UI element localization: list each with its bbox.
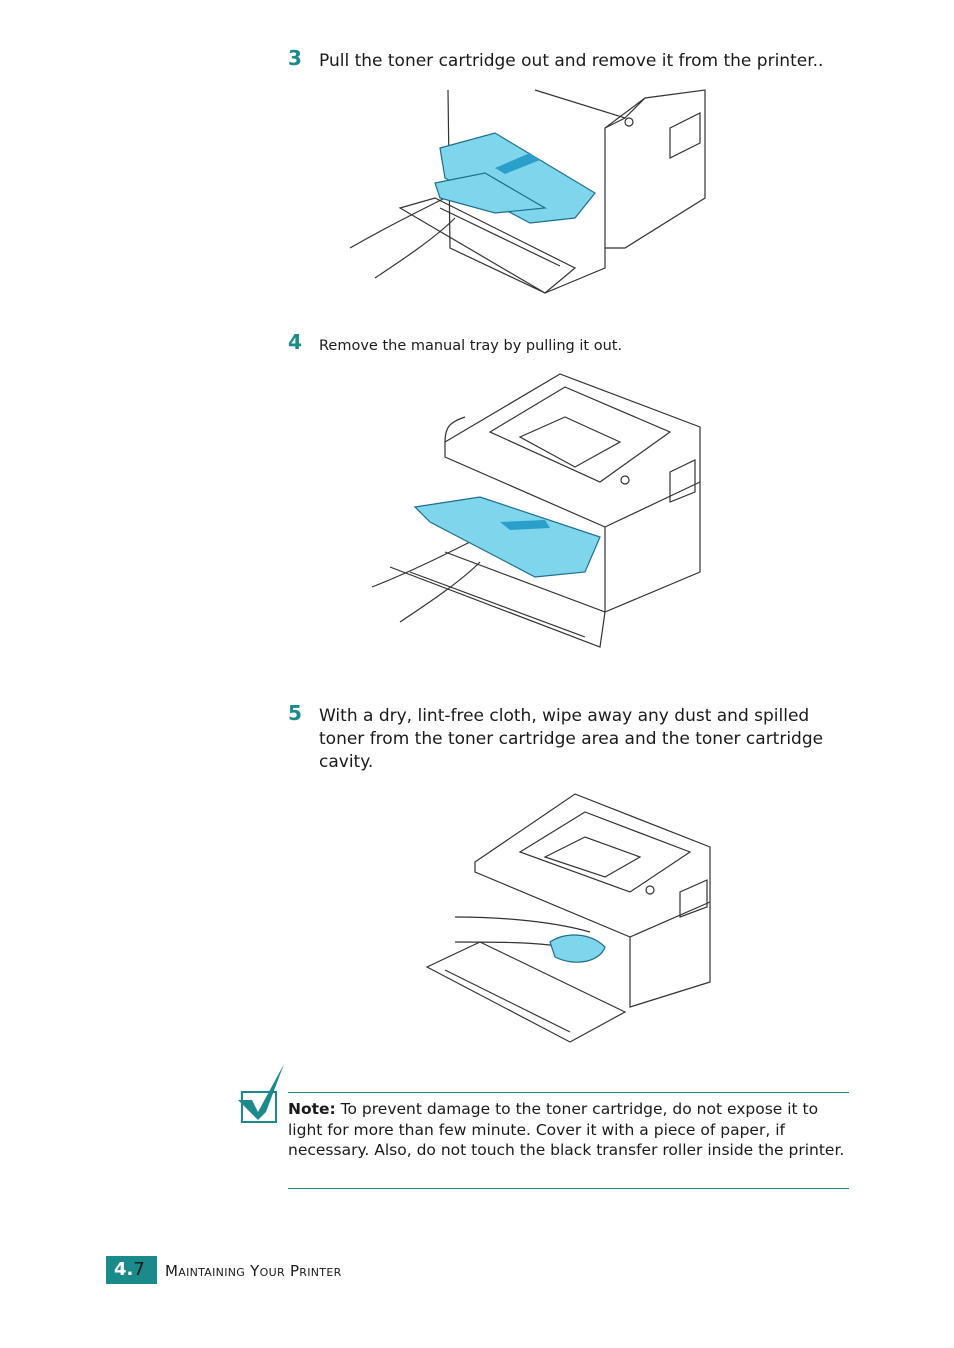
figure-remove-manual-tray — [371, 373, 701, 648]
checkmark-note-icon — [238, 1064, 284, 1123]
step-number: 4 — [288, 330, 302, 354]
step-text: With a dry, lint-free cloth, wipe away a… — [319, 706, 824, 772]
page-number-badge — [106, 1256, 157, 1284]
note-label: Note: — [288, 1100, 336, 1118]
note-body: To prevent damage to the toner cartridge… — [288, 1100, 845, 1159]
page-number: 4.7 — [114, 1259, 145, 1280]
figure-remove-toner-cartridge — [349, 89, 706, 294]
chapter-number: 4. — [114, 1259, 134, 1280]
step-number: 3 — [288, 46, 302, 70]
step-text: Remove the manual tray by pulling it out… — [319, 338, 623, 354]
figure-wipe-cartridge-area — [425, 793, 711, 1043]
note-box: Note: To prevent damage to the toner car… — [288, 1092, 849, 1189]
page-in-chapter: 7 — [133, 1259, 145, 1280]
note-text: Note: To prevent damage to the toner car… — [288, 1099, 848, 1161]
step-number: 5 — [288, 701, 302, 725]
step-text: Pull the toner cartridge out and remove … — [319, 51, 824, 71]
chapter-title: Maintaining Your Printer — [165, 1262, 342, 1280]
